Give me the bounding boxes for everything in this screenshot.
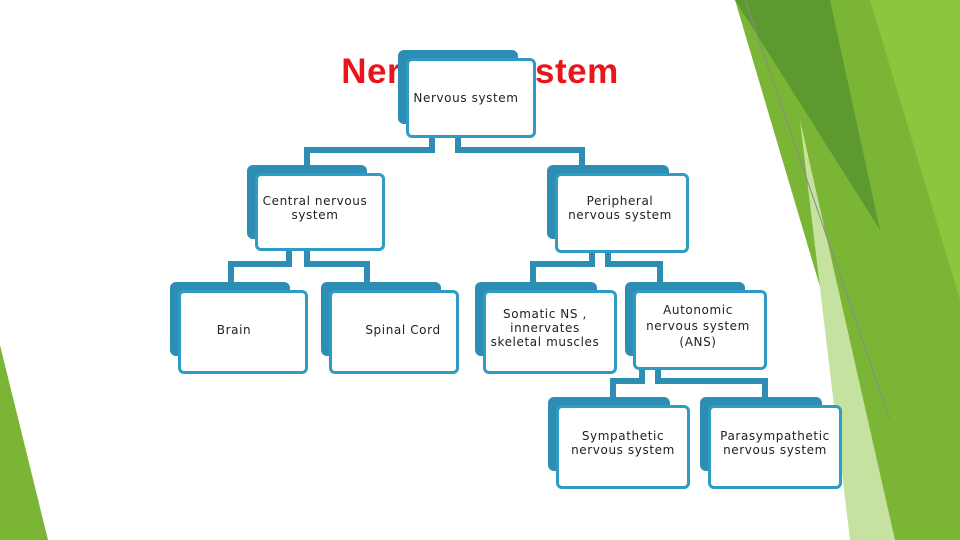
- connector-cns-brain: [228, 245, 292, 290]
- node-autonomic-nervous-system-label: Autonomic nervous system (ANS): [646, 303, 750, 349]
- connector-cns-spinal: [304, 245, 370, 290]
- node-autonomic-nervous-system: Autonomic nervous system (ANS): [625, 282, 773, 374]
- node-spinal-cord-label: Spinal Cord: [365, 323, 441, 337]
- connector-pns-autonomic: [605, 245, 663, 290]
- node-parasympathetic-nervous-system: Parasympathetic nervous system: [700, 397, 848, 489]
- node-central-nervous-system-label: Central nervous system: [262, 194, 368, 222]
- node-peripheral-nervous-system: Peripheral nervous system: [547, 165, 692, 253]
- node-brain: Brain: [170, 282, 312, 374]
- node-parasympathetic-nervous-system-label: Parasympathetic nervous system: [720, 429, 830, 457]
- right-green-pale-shard: [800, 120, 895, 540]
- node-peripheral-nervous-system-label: Peripheral nervous system: [568, 194, 672, 222]
- node-nervous-system: Nervous system: [398, 50, 538, 138]
- node-spinal-cord: Spinal Cord: [321, 282, 463, 374]
- connector-ans-sympathetic: [610, 362, 645, 405]
- connector-root-pns: [455, 128, 585, 172]
- node-brain-label: Brain: [216, 323, 252, 337]
- node-central-nervous-system: Central nervous system: [247, 165, 387, 253]
- connector-pns-somatic: [530, 245, 595, 290]
- node-somatic-ns: Somatic NS , innervates skeletal muscles: [475, 282, 623, 374]
- node-sympathetic-nervous-system-label: Sympathetic nervous system: [571, 429, 675, 457]
- node-sympathetic-nervous-system: Sympathetic nervous system: [548, 397, 696, 489]
- connector-ans-parasympathetic: [655, 362, 768, 405]
- right-green-dark-shard: [735, 0, 880, 230]
- left-green-triangle: [0, 345, 48, 540]
- node-nervous-system-label: Nervous system: [413, 91, 519, 105]
- connector-root-cns: [304, 128, 435, 172]
- right-green-light-shard: [870, 0, 960, 300]
- right-thin-line: [744, 0, 891, 421]
- node-somatic-ns-label: Somatic NS , innervates skeletal muscles: [490, 307, 600, 349]
